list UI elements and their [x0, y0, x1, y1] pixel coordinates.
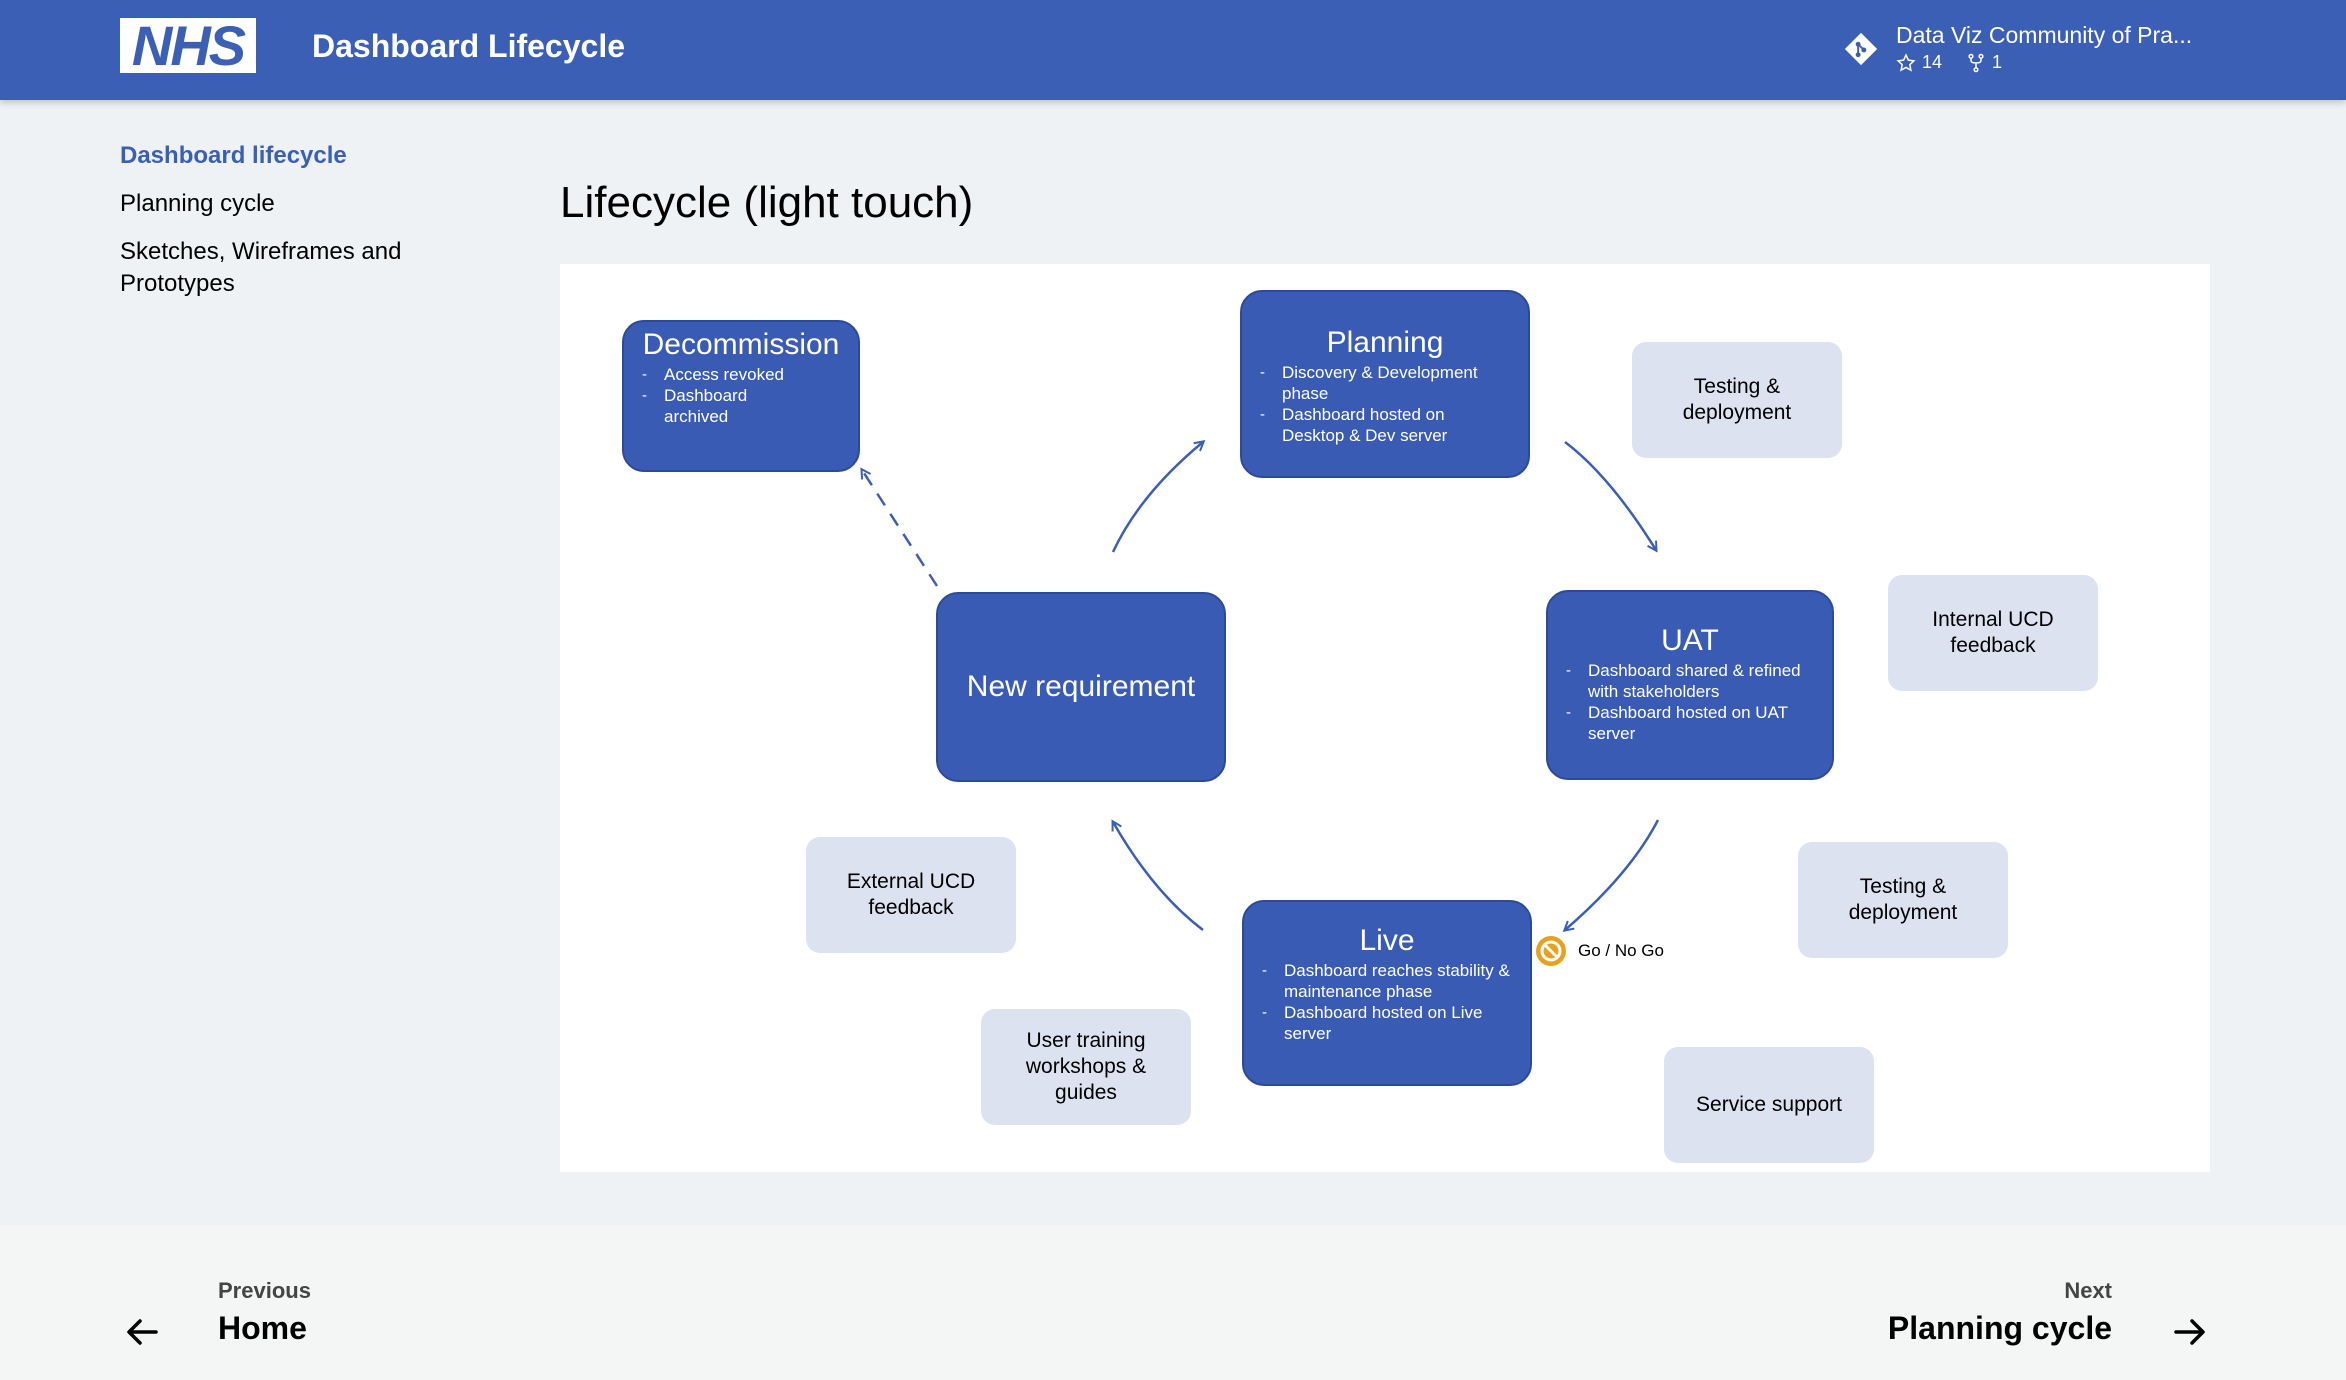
next-title: Planning cycle [1887, 1310, 2112, 1346]
site-header: NHS Dashboard Lifecycle Data Viz Communi… [0, 0, 2346, 100]
site-title[interactable]: Dashboard Lifecycle [312, 28, 625, 64]
git-icon [1844, 32, 1878, 66]
live-bullet: Dashboard reaches stability & maintenanc… [1244, 960, 1530, 1002]
new-requirement-title: New requirement [966, 670, 1196, 703]
sidebar-item-sketches[interactable]: Sketches, Wireframes and Prototypes [120, 238, 402, 297]
go-no-go-marker: Go / No Go [1534, 934, 1664, 968]
decommission-box: Decommission Access revoked Dashboard ar… [622, 320, 860, 472]
arrow-left-icon[interactable] [124, 1314, 160, 1350]
uat-bullet: Dashboard hosted on UAT server [1548, 702, 1832, 744]
live-title: Live [1359, 924, 1415, 957]
previous-label: Previous [218, 1278, 311, 1303]
fork-count: 1 [1992, 52, 2003, 72]
page-footer-nav: Previous Home Next Planning cycle [0, 1226, 2346, 1380]
next-label: Next [2064, 1278, 2112, 1303]
uat-title: UAT [1661, 624, 1719, 657]
repo-link[interactable]: Data Viz Community of Pra... 14 1 [1842, 20, 2242, 80]
note-user-training: User training workshops & guides [981, 1009, 1191, 1125]
arrow-new-to-planning [1111, 442, 1203, 553]
lifecycle-diagram: Decommission Access revoked Dashboard ar… [560, 264, 2210, 1172]
fork-icon [1968, 53, 1984, 72]
sidebar-nav: Dashboard lifecycle Planning cycle Sketc… [120, 140, 460, 316]
sidebar-item-planning-cycle[interactable]: Planning cycle [120, 190, 275, 217]
star-count: 14 [1922, 52, 1943, 72]
star-icon [1896, 52, 1916, 72]
arrow-uat-to-live [1565, 819, 1660, 930]
note-testing-deployment-1: Testing & deployment [1632, 342, 1842, 458]
arrow-right-icon[interactable] [2172, 1314, 2208, 1350]
sidebar-item-dashboard-lifecycle[interactable]: Dashboard lifecycle [120, 142, 347, 169]
previous-page-link[interactable]: Previous Home [218, 1278, 311, 1347]
arrow-planning-to-uat [1564, 441, 1656, 550]
diagram-arrows [560, 264, 1660, 1172]
decommission-bullet: Access revoked [624, 364, 858, 385]
repo-name: Data Viz Community of Pra... [1896, 22, 2193, 48]
uat-bullet: Dashboard shared & refined with stakehol… [1548, 660, 1832, 702]
uat-box: UAT Dashboard shared & refined with stak… [1546, 590, 1834, 780]
note-internal-ucd-feedback: Internal UCD feedback [1888, 575, 2098, 691]
decommission-bullet: Dashboard archived [624, 385, 858, 427]
live-box: Live Dashboard reaches stability & maint… [1242, 900, 1532, 1086]
arrow-new-to-decommission [862, 470, 939, 587]
planning-bullet: Discovery & Development phase [1242, 362, 1528, 404]
arrow-live-to-new [1113, 822, 1204, 931]
planning-bullet: Dashboard hosted on Desktop & Dev server [1242, 404, 1528, 446]
planning-title: Planning [1326, 326, 1444, 359]
warning-icon [1536, 936, 1566, 966]
new-requirement-box: New requirement [936, 592, 1226, 782]
next-page-link[interactable]: Next Planning cycle [1888, 1278, 2112, 1347]
repo-stats: 14 1 [1896, 52, 2002, 73]
nhs-logo[interactable]: NHS [120, 18, 256, 74]
previous-title: Home [218, 1310, 307, 1346]
decommission-title: Decommission [642, 328, 840, 361]
note-testing-deployment-2: Testing & deployment [1798, 842, 2008, 958]
note-service-support: Service support [1664, 1047, 1874, 1163]
planning-box: Planning Discovery & Development phase D… [1240, 290, 1530, 478]
note-external-ucd-feedback: External UCD feedback [806, 837, 1016, 953]
page-title: Lifecycle (light touch) [560, 178, 974, 227]
go-no-go-label: Go / No Go [1578, 941, 1664, 960]
live-bullet: Dashboard hosted on Live server [1244, 1002, 1530, 1044]
